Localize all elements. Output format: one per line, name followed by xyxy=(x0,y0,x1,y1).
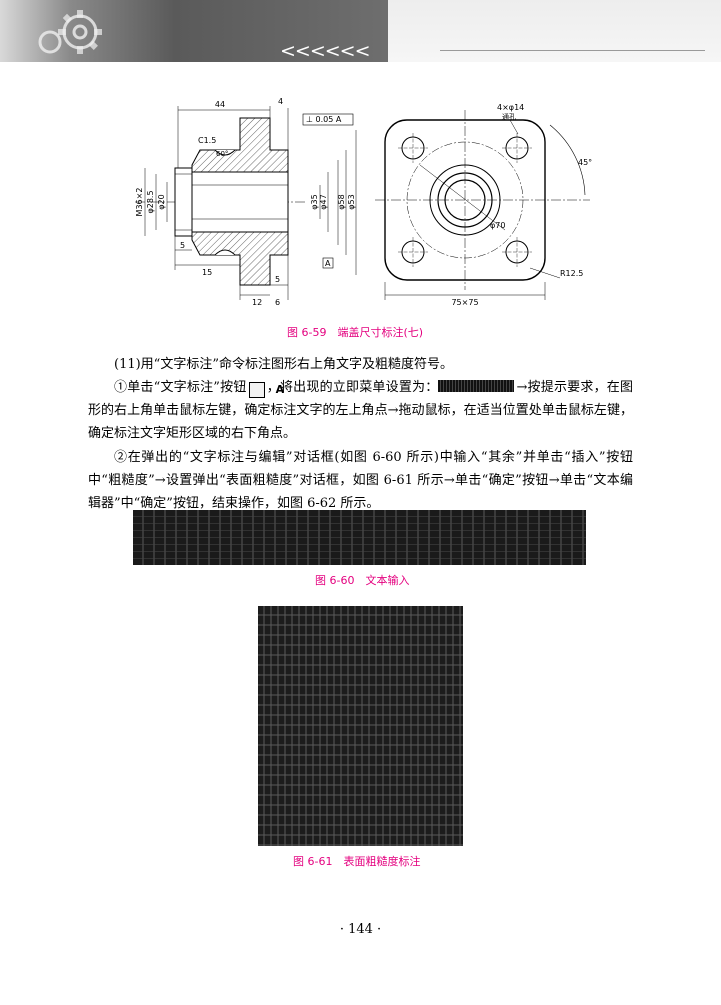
dim-phi53: φ53 xyxy=(347,194,356,209)
dim-75x75: 75×75 xyxy=(451,298,478,307)
header-chevrons: <<<<<< xyxy=(280,40,371,62)
figure-6-60-image xyxy=(133,510,586,565)
dim-phi285: φ28.5 xyxy=(146,190,155,213)
dim-r125: R12.5 xyxy=(560,269,583,278)
dim-phi35: φ35 xyxy=(310,194,319,209)
header-gear-banner xyxy=(0,0,388,62)
dim-phi47: φ47 xyxy=(319,194,328,209)
figure-6-61-caption: 图 6-61 表面粗糙度标注 xyxy=(293,855,421,868)
dim-phi20: φ20 xyxy=(157,194,166,209)
step-1-rest: →按提示要求，在图形的右上角单击鼠标左键，确定标注文字的左上角点→拖动鼠标，在适… xyxy=(88,380,633,441)
dim-44: 44 xyxy=(215,100,225,109)
datum-a: A xyxy=(325,259,331,268)
step-1-intro: ①单击“文字标注”按钮 xyxy=(114,380,247,395)
figure-6-59-drawing: 44 4 ⊥ 0.05 A C1.5 60° M36×2 φ28.5 φ20 φ… xyxy=(135,97,592,307)
section-view: 44 4 ⊥ 0.05 A C1.5 60° M36×2 φ28.5 φ20 φ… xyxy=(135,97,357,307)
paragraph-step-2: ②在弹出的“文字标注与编辑”对话框(如图 6-60 所示)中输入“其余”并单击“… xyxy=(88,450,633,511)
dim-m36: M36×2 xyxy=(135,188,144,217)
dim-5b: 5 xyxy=(275,275,280,284)
dim-phi70: φ70 xyxy=(490,221,505,230)
dim-12: 12 xyxy=(252,298,262,307)
figure-6-61-image xyxy=(258,606,463,846)
page-number: · 144 · xyxy=(339,922,382,937)
figure-6-60-caption: 图 6-60 文本输入 xyxy=(315,574,410,587)
page-header: <<<<<< xyxy=(0,0,721,62)
text-annotation-button-icon: A xyxy=(248,382,284,398)
dim-45deg: 45° xyxy=(578,158,592,167)
dim-4: 4 xyxy=(278,97,283,106)
dim-holes: 4×φ14 xyxy=(497,103,524,112)
header-rule xyxy=(440,50,705,51)
dim-60deg: 60° xyxy=(216,150,228,158)
header-light-band xyxy=(388,0,721,62)
dim-c15: C1.5 xyxy=(198,136,216,145)
paragraph-step-11: (11)用“文字标注”命令标注图形右上角文字及粗糙度符号。 xyxy=(114,357,453,372)
immediate-menu-image xyxy=(438,380,515,392)
dim-5a: 5 xyxy=(180,241,185,250)
dim-15: 15 xyxy=(202,268,212,277)
gear-icon xyxy=(38,10,102,54)
front-view: 4×φ14 通孔 45° φ70 R12.5 75×75 xyxy=(375,103,592,307)
dim-6: 6 xyxy=(275,298,280,307)
tolerance-frame: ⊥ 0.05 A xyxy=(306,115,342,124)
dim-phi58: φ58 xyxy=(337,194,346,209)
figure-6-59-caption: 图 6-59 端盖尺寸标注(七) xyxy=(287,326,424,339)
dim-through: 通孔 xyxy=(502,112,516,121)
step-1-menu-text: ，将出现的立即菜单设置为： xyxy=(266,380,439,395)
